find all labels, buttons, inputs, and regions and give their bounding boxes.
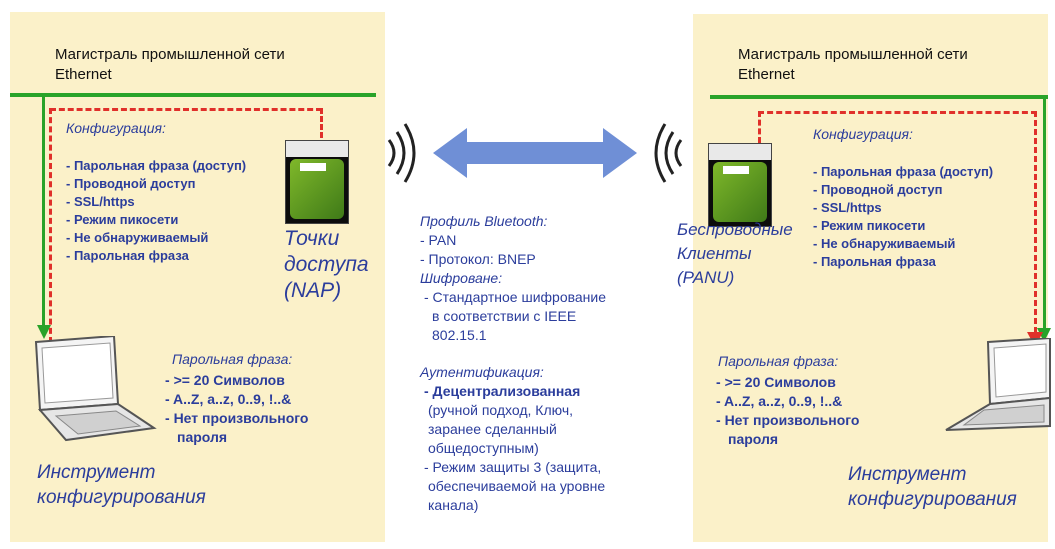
right-passphrase-item: Нет произвольного пароля [716,411,886,449]
encryption-heading: Шифроване: [420,270,503,286]
auth-item: канала) [428,497,479,513]
left-device-label-line: доступа [284,253,369,276]
right-passphrase-item: >= 20 Символов [716,373,886,392]
left-dashed-path-top [50,108,322,111]
right-ethernet-bus [710,95,1048,99]
right-passphrase-list: >= 20 Символов A..Z, a..z, 0..9, !..& Не… [716,373,886,449]
right-dashed-path-top [758,111,1037,114]
wireless-link [387,123,683,183]
auth-item: обеспечиваемой на уровне [428,478,606,494]
right-config-item: Парольная фраза (доступ) [813,163,993,181]
left-laptop-icon [34,336,157,442]
left-config-item: Проводной доступ [66,175,246,193]
left-radio-waves-icon [387,123,416,183]
right-device-label-line: Клиенты [677,244,752,263]
encryption-item: - Стандартное шифрование [424,289,607,305]
left-config-heading: Конфигурация: [66,120,166,136]
left-dashed-path-right [320,108,323,138]
right-config-item: Не обнаруживаемый [813,235,993,253]
left-network-title: Магистраль промышленной сети Ethernet [55,45,285,85]
left-network-title-line2: Ethernet [55,66,112,83]
left-tool-label: Инструмент конфигурирования [37,460,206,510]
right-tool-label-line: конфигурирования [848,489,1017,510]
left-config-item: Не обнаруживаемый [66,229,246,247]
right-config-item: Режим пикосети [813,217,993,235]
right-config-item: Парольная фраза [813,253,993,271]
profile-item: - Протокол: BNEP [420,251,536,267]
left-green-arrowhead [37,325,51,339]
bidirectional-arrow-icon [433,128,637,178]
right-radio-waves-icon [654,123,683,183]
left-passphrase-list: >= 20 Символов A..Z, a..z, 0..9, !..& Не… [165,371,315,447]
right-config-list: Парольная фраза (доступ) Проводной досту… [813,163,993,271]
auth-item: (ручной подход, Ключ, [428,402,574,418]
left-config-item: Режим пикосети [66,211,246,229]
right-network-title-line1: Магистраль промышленной сети [738,46,968,63]
left-passphrase-heading: Парольная фраза: [172,351,293,367]
right-tool-label-line: Инструмент [848,464,967,485]
right-panel [693,14,1048,542]
right-passphrase-heading: Парольная фраза: [718,353,839,369]
center-info: Профиль Bluetooth: - PAN - Протокол: BNE… [420,212,690,515]
right-dashed-path-left [758,111,761,143]
device-cap [286,141,348,157]
left-device-label: Точки доступа (NAP) [284,226,369,304]
right-config-item: Проводной доступ [813,181,993,199]
access-point-device [285,140,349,224]
left-device-label-line: (NAP) [284,279,342,302]
left-dashed-path-left [49,108,52,343]
right-network-title-line2: Ethernet [738,66,795,83]
right-dashed-path-right [1034,111,1037,333]
right-network-title: Магистраль промышленной сети Ethernet [738,45,968,85]
left-config-item: SSL/https [66,193,246,211]
left-config-item: Парольная фраза (доступ) [66,157,246,175]
wireless-client-device [708,143,772,227]
encryption-item: в соответствии с IEEE [432,308,577,324]
right-config-heading: Конфигурация: [813,126,913,142]
device-sticker [723,166,749,174]
left-device-label-line: Точки [284,227,340,250]
auth-item: общедоступным) [428,440,539,456]
right-device-label: Беспроводные Клиенты (PANU) [677,218,793,290]
left-tool-label-line: Инструмент [37,462,156,483]
left-passphrase-item: >= 20 Символов [165,371,315,390]
right-green-connection [1043,98,1046,332]
encryption-item: 802.15.1 [432,327,487,343]
device-cap [709,144,771,160]
left-green-connection [42,96,45,328]
auth-item: заранее сделанный [428,421,557,437]
left-ethernet-bus [10,93,376,97]
right-laptop-icon [945,338,1051,431]
right-tool-label: Инструмент конфигурирования [848,462,1017,512]
profile-item: - PAN [420,232,457,248]
right-device-label-line: Беспроводные [677,220,793,239]
right-device-label-line: (PANU) [677,268,735,287]
left-config-list: Парольная фраза (доступ) Проводной досту… [66,157,246,265]
left-network-title-line1: Магистраль промышленной сети [55,46,285,63]
left-passphrase-item: Нет произвольного пароля [165,409,315,447]
left-panel [10,12,385,542]
auth-item: - Режим защиты 3 (защита, [424,459,602,475]
left-config-item: Парольная фраза [66,247,246,265]
left-tool-label-line: конфигурирования [37,487,206,508]
auth-bold-item: - Децентрализованная [424,383,581,399]
auth-heading: Аутентификация: [420,364,544,380]
profile-heading: Профиль Bluetooth: [420,213,548,229]
left-passphrase-item: A..Z, a..z, 0..9, !..& [165,390,315,409]
right-passphrase-item: A..Z, a..z, 0..9, !..& [716,392,886,411]
device-sticker [300,163,326,171]
right-config-item: SSL/https [813,199,993,217]
